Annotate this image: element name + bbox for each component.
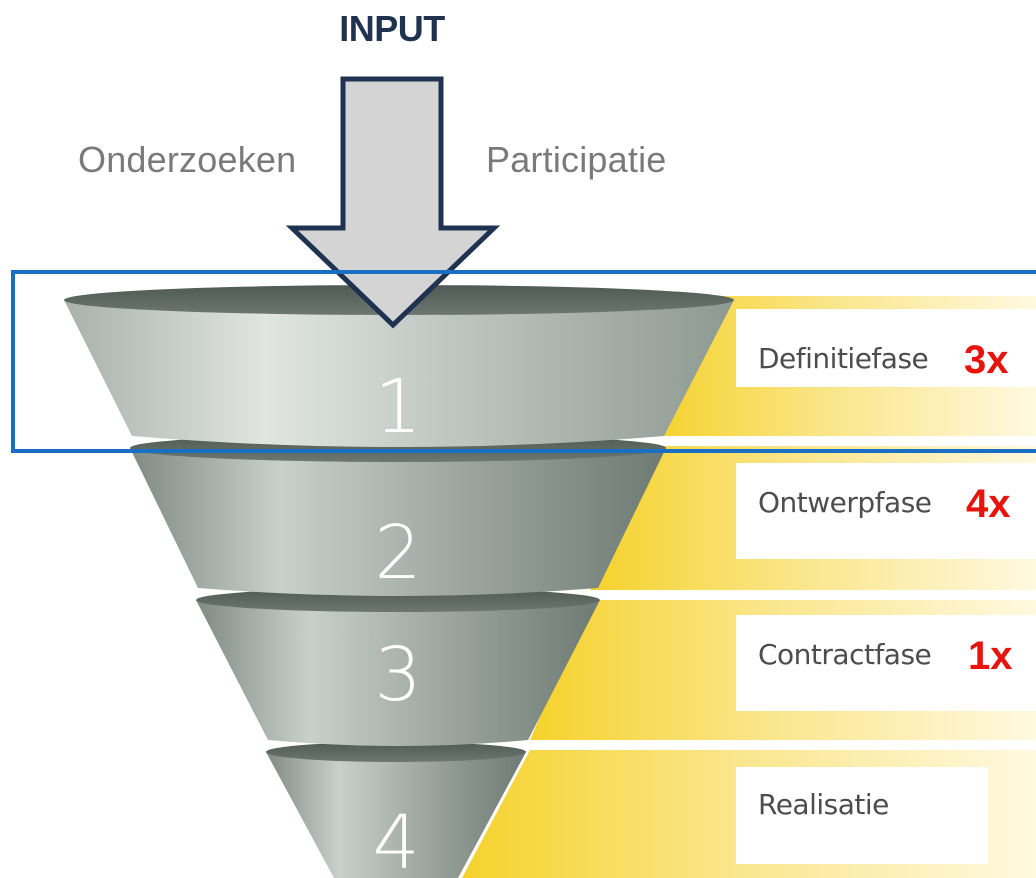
- input-arrow: [285, 76, 501, 329]
- stage-number-3: 3: [374, 632, 421, 718]
- input-label: INPUT: [339, 8, 445, 49]
- funnel-stage-3: 3: [196, 588, 600, 746]
- onderzoeken-label: Onderzoeken: [78, 139, 297, 180]
- highlight-frame: [11, 270, 1036, 453]
- participatie-label: Participatie: [486, 139, 667, 180]
- phase-count-contractfase: 1x: [968, 634, 1013, 678]
- phase-label-realisatie: Realisatie: [758, 788, 889, 821]
- phase-count-ontwerpfase: 4x: [966, 482, 1011, 526]
- phase-count-definitiefase: 3x: [964, 338, 1009, 382]
- phase-label-ontwerpfase: Ontwerpfase: [758, 486, 932, 519]
- stage-number-4: 4: [372, 800, 419, 878]
- phase-box-1: [736, 309, 1036, 387]
- phase-box-3: [736, 615, 1036, 711]
- funnel-stage-4: 4: [266, 742, 526, 878]
- phase-label-definitiefase: Definitiefase: [758, 342, 929, 375]
- phase-box-4: [736, 767, 988, 864]
- phase-label-contractfase: Contractfase: [758, 638, 932, 671]
- stage-number-1: 1: [374, 364, 421, 450]
- stage-number-2: 2: [374, 510, 421, 596]
- funnel-stage-2: 2: [130, 434, 666, 596]
- phase-box-2: [736, 463, 1036, 559]
